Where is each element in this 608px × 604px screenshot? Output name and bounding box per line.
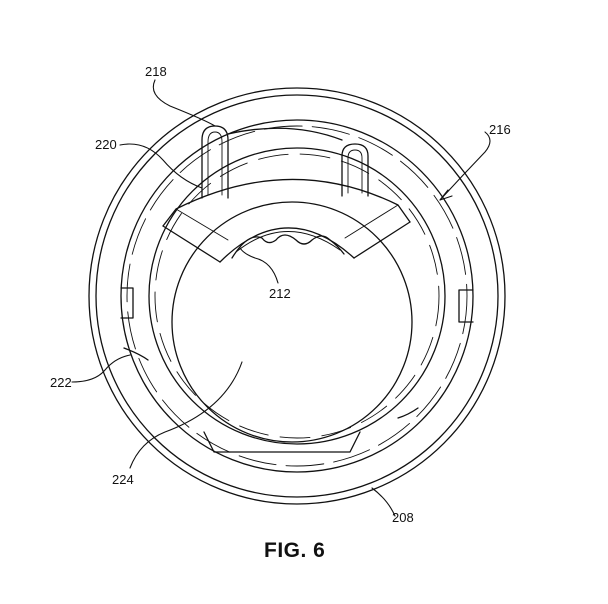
label-208: 208 xyxy=(392,510,414,525)
channel-outer-wall xyxy=(120,119,474,473)
label-218: 218 xyxy=(145,64,167,79)
central-hub xyxy=(171,201,413,443)
leader-212 xyxy=(239,247,279,284)
notch-left-lower xyxy=(123,347,149,361)
tab-right xyxy=(341,143,369,197)
label-222: 222 xyxy=(50,375,72,390)
sector-bevel-left xyxy=(175,208,229,241)
bore-outer xyxy=(219,227,355,263)
sector-outer-edge xyxy=(162,178,411,227)
leader-224 xyxy=(129,361,243,469)
channel-notches xyxy=(120,287,474,453)
sector-bevel-right xyxy=(344,204,399,239)
leader-218 xyxy=(152,79,216,127)
figure-caption: FIG. 6 xyxy=(264,539,325,562)
label-216: 216 xyxy=(489,122,511,137)
label-212: 212 xyxy=(269,286,291,301)
tab-right-inner xyxy=(347,149,363,194)
leader-216 xyxy=(439,131,491,201)
sector-lower-left-edge xyxy=(162,225,221,263)
keyed-bore xyxy=(219,227,355,263)
label-224: 224 xyxy=(112,472,134,487)
outer-rim xyxy=(88,87,506,505)
notch-right-lower xyxy=(397,407,419,419)
sector-plateau xyxy=(162,178,411,263)
leader-222 xyxy=(71,354,131,383)
outer-rim-inner-edge xyxy=(95,94,499,498)
channel-outer-highlight xyxy=(126,125,468,467)
notch-left-upper xyxy=(120,287,134,319)
tab-left-inner xyxy=(207,131,223,196)
bore-inner xyxy=(231,234,345,259)
notch-right xyxy=(458,289,474,323)
notch-bottom xyxy=(203,431,361,453)
sector-lower-right-edge xyxy=(353,221,411,259)
leader-216-arrow xyxy=(439,189,453,201)
channel-inner-highlight xyxy=(154,153,440,439)
leader-220 xyxy=(119,143,203,189)
label-220: 220 xyxy=(95,137,117,152)
channel-inner-wall xyxy=(148,147,446,445)
tab-bridge xyxy=(227,127,343,141)
leader-lines xyxy=(71,79,491,517)
bore-lip xyxy=(235,231,341,253)
leader-208 xyxy=(371,487,396,517)
